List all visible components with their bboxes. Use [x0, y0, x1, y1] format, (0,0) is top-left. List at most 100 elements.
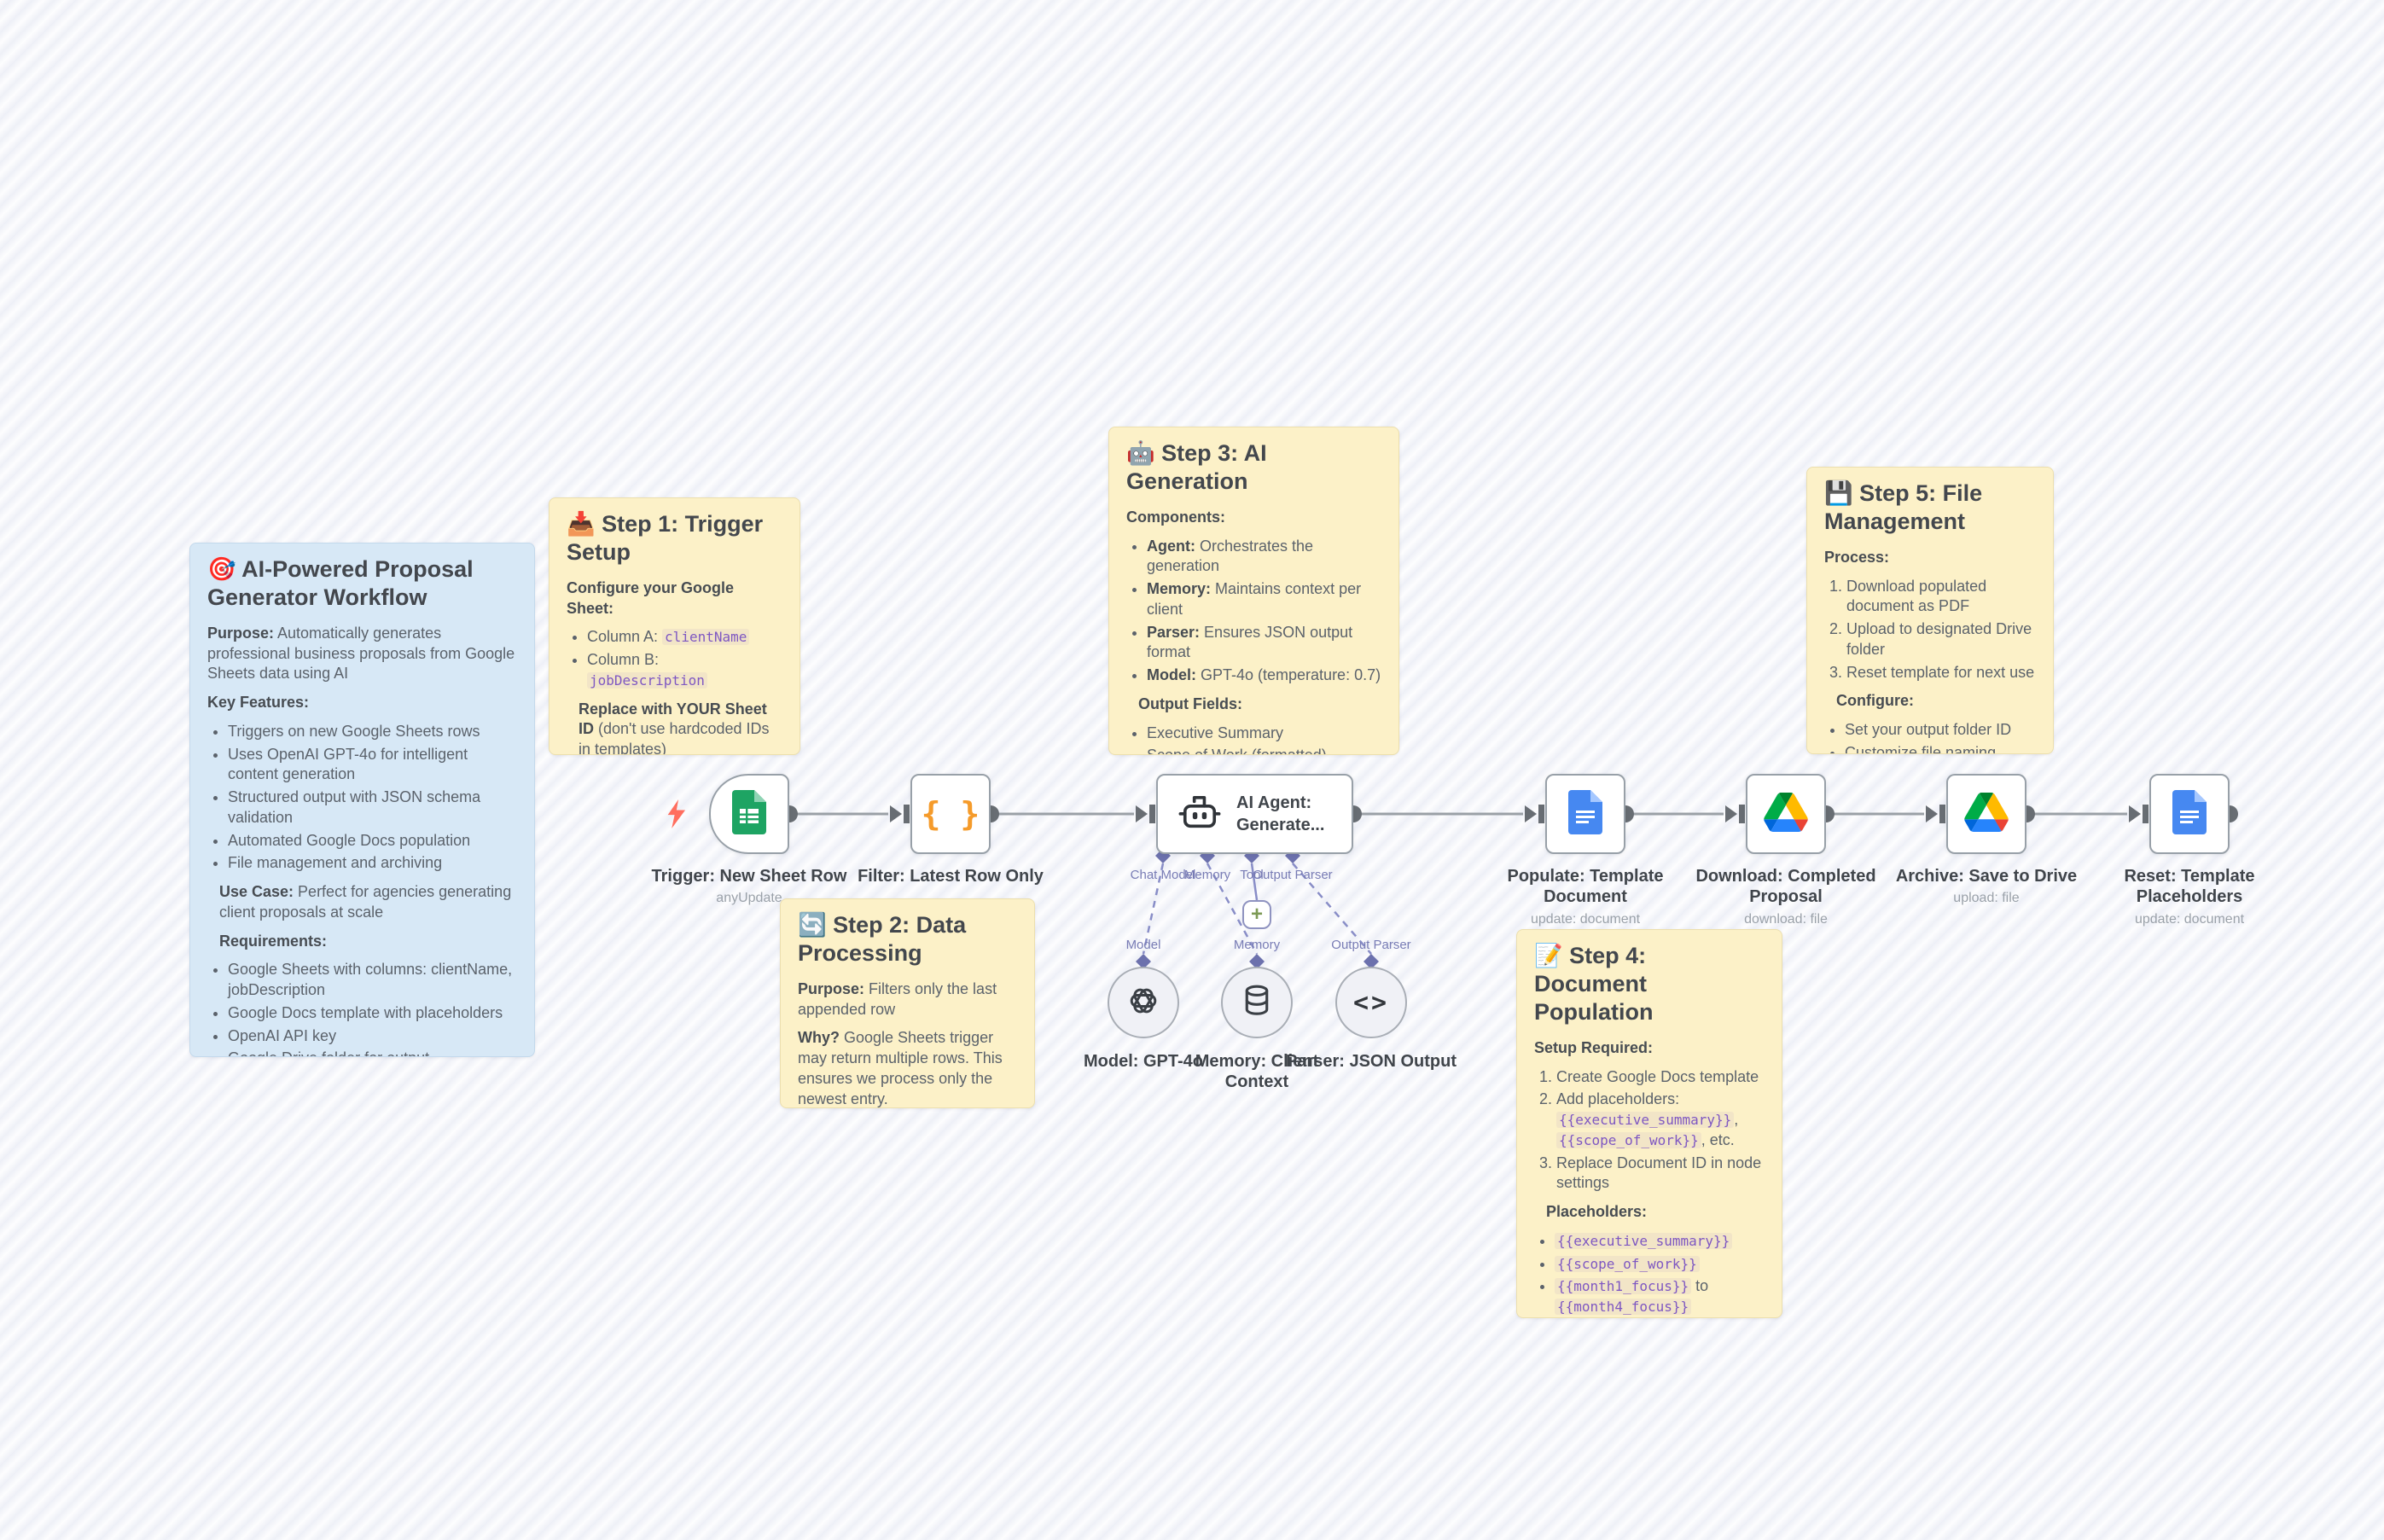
sticky-note-step2[interactable]: 🔄 Step 2: Data Processing Purpose: Filte…	[780, 898, 1035, 1108]
list-item: Model: GPT-4o (temperature: 0.7)	[1147, 665, 1381, 686]
memory-port-label: Memory	[1184, 868, 1231, 882]
sticky-note-step4[interactable]: 📝 Step 4: Document Population Setup Requ…	[1516, 929, 1782, 1318]
node-subtitle-reset: update: document	[2134, 911, 2245, 927]
step4-placeholders-list: {{executive_summary}} {{scope_of_work}} …	[1534, 1231, 1765, 1317]
agent-node-title: AI Agent: Generate...	[1236, 793, 1325, 834]
list-item: Scope of Work (formatted)	[1147, 746, 1381, 754]
sticky-note-overview[interactable]: 🎯 AI-Powered Proposal Generator Workflow…	[189, 543, 535, 1057]
memory-subport-label: Memory	[1234, 938, 1281, 952]
step5-configure-list: Set your output folder ID Customize file…	[1824, 720, 2036, 753]
list-item: Customize file naming (optional)	[1845, 743, 2036, 753]
overview-features-list: Triggers on new Google Sheets rows Uses …	[207, 722, 517, 874]
node-label-trigger: Trigger: New Sheet Row anyUpdate	[630, 866, 869, 907]
step3-components-label: Components:	[1126, 508, 1225, 526]
list-item: Google Drive folder for output	[228, 1049, 517, 1056]
step4-setup-list: Create Google Docs template Add placehol…	[1534, 1067, 1765, 1194]
google-docs-icon	[1568, 789, 1602, 839]
output-parser-port-label: Output Parser	[1253, 868, 1332, 882]
node-label-archive: Archive: Save to Drive upload: file	[1867, 866, 2106, 907]
output-parser-subport-label: Output Parser	[1331, 938, 1410, 952]
step2-purpose-text: Filters only the last appended row	[798, 979, 997, 1018]
agent-subnode-links	[1142, 863, 1372, 955]
list-item: {{executive_summary}}	[1555, 1231, 1765, 1252]
step3-output-fields-label: Output Fields:	[1138, 694, 1242, 712]
subnode-memory-context[interactable]	[1221, 967, 1293, 1038]
list-item: Column A: clientName	[587, 627, 782, 648]
list-item: OpenAI API key	[228, 1026, 517, 1047]
code-job-description: jobDescription	[587, 671, 707, 689]
list-item: Upload to designated Drive folder	[1846, 619, 2036, 660]
node-download-proposal[interactable]	[1746, 774, 1826, 854]
step5-process-list: Download populated document as PDF Uploa…	[1824, 577, 2036, 683]
node-filter-latest-row[interactable]: { }	[910, 774, 991, 854]
google-drive-icon	[1764, 792, 1808, 836]
node-reset-template[interactable]	[2149, 774, 2230, 854]
step3-output-fields-list: Executive Summary Scope of Work (formatt…	[1126, 724, 1381, 754]
step1-title: 📥 Step 1: Trigger Setup	[567, 511, 764, 565]
list-item: Agent: Orchestrates the generation	[1147, 537, 1381, 578]
add-tool-button[interactable]: +	[1242, 900, 1271, 929]
overview-purpose-text: Automatically generates professional bus…	[207, 624, 515, 683]
list-item: Executive Summary	[1147, 724, 1381, 744]
overview-usecase-label: Use Case:	[219, 883, 294, 901]
list-item: Parser: Ensures JSON output format	[1147, 623, 1381, 664]
step4-setup-label: Setup Required:	[1534, 1038, 1654, 1056]
list-item: Download populated document as PDF	[1846, 577, 2036, 618]
step1-columns-list: Column A: clientName Column B: jobDescri…	[567, 627, 782, 690]
list-item: {{scope_of_work}}	[1555, 1254, 1765, 1275]
subnode-label-memory: Memory: Client Context	[1195, 1052, 1319, 1092]
node-subtitle-download: download: file	[1744, 911, 1828, 927]
robot-icon	[1175, 787, 1224, 841]
step2-purpose-label: Purpose:	[798, 979, 865, 997]
subnode-label-model: Model: GPT-4o	[1084, 1052, 1203, 1071]
step4-placeholders-label: Placeholders:	[1546, 1203, 1648, 1221]
plus-icon: +	[1250, 903, 1263, 926]
overview-purpose-label: Purpose:	[207, 624, 275, 642]
subnode-port-diamonds[interactable]	[1136, 954, 1379, 969]
list-item: Set your output folder ID	[1845, 720, 2036, 741]
tool-port-label: Tool	[1240, 868, 1264, 882]
input-port-arrows	[890, 805, 2149, 823]
node-label-filter: Filter: Latest Row Only	[858, 867, 1044, 886]
angle-brackets-icon: <>	[1352, 987, 1390, 1018]
list-item: Triggers on new Google Sheets rows	[228, 722, 517, 742]
list-item: File management and archiving	[228, 853, 517, 874]
google-drive-icon	[1964, 792, 2009, 836]
step5-configure-label: Configure:	[1836, 692, 1914, 710]
list-item: Memory: Maintains context per client	[1147, 579, 1381, 620]
overview-requirements-list: Google Sheets with columns: clientName, …	[207, 960, 517, 1056]
list-item: Google Sheets with columns: clientName, …	[228, 960, 517, 1001]
list-item: Create Google Docs template	[1556, 1067, 1765, 1088]
subnode-port-labels: Model Memory Output Parser	[1126, 938, 1411, 952]
step5-process-label: Process:	[1824, 548, 1890, 566]
node-populate-template[interactable]	[1545, 774, 1625, 854]
step1-replace-text: (don't use hardcoded IDs in templates)	[579, 720, 770, 755]
step3-title: 🤖 Step 3: AI Generation	[1126, 440, 1267, 494]
google-docs-icon	[2172, 789, 2207, 839]
subnode-model-gpt4o[interactable]	[1108, 967, 1179, 1038]
agent-port-labels: Chat Model Memory Tool Output Parser	[1131, 868, 1333, 882]
step1-configure-label: Configure your Google Sheet:	[567, 578, 734, 617]
list-item: Column B: jobDescription	[587, 650, 782, 691]
tool-port-link	[1250, 863, 1259, 901]
sticky-note-step1[interactable]: 📥 Step 1: Trigger Setup Configure your G…	[549, 497, 800, 755]
node-ai-agent[interactable]: AI Agent: Generate...	[1156, 774, 1353, 854]
node-subtitle-archive: upload: file	[1953, 891, 2020, 906]
list-item: Replace Document ID in node settings	[1556, 1154, 1765, 1194]
chat-model-port-label: Chat Model	[1131, 868, 1196, 882]
node-archive-to-drive[interactable]	[1946, 774, 2026, 854]
subnode-parser-json[interactable]: <>	[1335, 967, 1407, 1038]
database-icon	[1236, 979, 1278, 1026]
list-item: Automated Google Docs population	[228, 831, 517, 851]
sticky-note-step3[interactable]: 🤖 Step 3: AI Generation Components: Agen…	[1108, 427, 1399, 755]
step4-title: 📝 Step 4: Document Population	[1534, 943, 1654, 1025]
overview-requirements-label: Requirements:	[219, 932, 328, 950]
overview-features-label: Key Features:	[207, 694, 310, 712]
list-item: {{month1_focus}} to {{month4_focus}}	[1555, 1276, 1765, 1317]
sticky-note-step5[interactable]: 💾 Step 5: File Management Process: Downl…	[1806, 467, 2054, 754]
node-subtitle-populate: update: document	[1530, 911, 1641, 927]
model-subport-label: Model	[1126, 938, 1161, 952]
node-trigger-new-sheet-row[interactable]	[709, 774, 789, 854]
